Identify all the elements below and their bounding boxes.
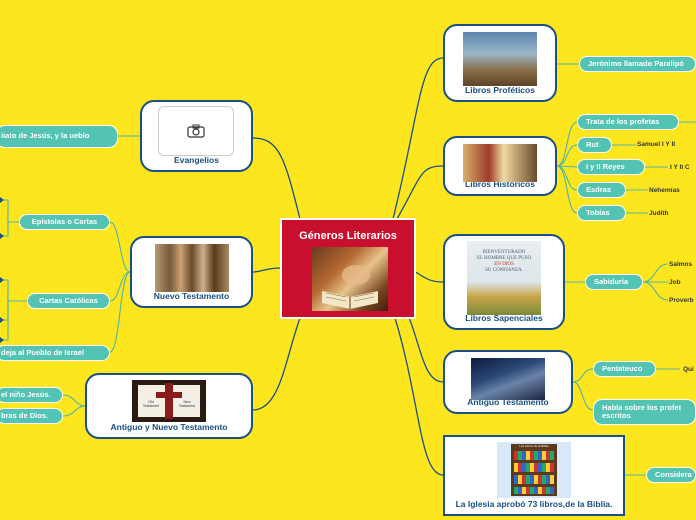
node-libros-historicos[interactable]: Libros Históricos [443,136,557,196]
pill-profetas[interactable]: Trata de los profetas [577,114,679,130]
pill-israel[interactable]: deja al Pueblo de Israel [0,345,110,361]
pill-sabiduria[interactable]: Sabiduría [585,274,643,290]
pill-habla[interactable]: Habla sobre los profet escritos [593,399,696,425]
node-label: Evangelios [174,155,219,165]
node-label: Libros Sapenciales [465,313,543,323]
pill-considera[interactable]: Considera [646,467,696,483]
pill-apostolado[interactable]: iiato de Jesús, y la ueblo [0,125,118,148]
cross-bible-image: Old Testament New Testament [132,380,206,422]
node-label: Antiguo Testamento [467,397,549,407]
book-line-3: EN DIOS [494,262,514,267]
new-testament-text: New Testament [178,400,196,408]
pill-esdras[interactable]: Esdras [577,182,626,198]
camera-icon [187,124,205,138]
text-proverbios: Proverb [669,297,694,304]
pill-catolicas[interactable]: Cartas Católicas [27,293,110,309]
node-nuevo-testamento[interactable]: Nuevo Testamento [130,236,253,308]
pill-nino[interactable]: el niño Jesús. [0,387,63,403]
open-book-image [312,247,388,311]
wisdom-book-image: BIENVENTURADO EL HOMBRE QUE PUSO EN DIOS… [467,241,541,315]
pill-obras[interactable]: bras de Dios. [0,408,63,424]
text-judith: Judith [649,210,669,217]
book-line-1: BIENVENTURADO [482,250,526,255]
cross-icon [165,383,173,419]
text-qui: Qui [683,366,694,373]
apostles-image [154,244,229,292]
moses-image [471,358,545,400]
pill-reyes[interactable]: I y II Reyes [577,159,645,175]
shelf-caption: Los Libros de la Biblia [519,444,549,448]
pill-tobias[interactable]: Tobías [577,205,626,221]
node-antiguo-testamento[interactable]: Antiguo Testamento [443,350,573,414]
node-label: Libros Proféticos [465,85,535,95]
text-cronicas: I Y II C [670,164,690,171]
node-label: Antiguo y Nuevo Testamento [110,422,228,432]
central-topic[interactable]: Géneros Literarios [280,218,416,319]
historical-image [463,144,537,182]
old-testament-text: Old Testament [142,400,160,408]
node-label: La Iglesia aprobó 73 libros,de la Biblia… [455,499,613,509]
text-samuel: Samuel I Y II [637,141,676,148]
pill-epistolas[interactable]: Epístolas o Cartas [19,214,110,230]
book-line-2: EL HOMBRE QUE PUSO [476,256,532,261]
prophets-image [463,32,537,86]
node-libros-sapienciales[interactable]: BIENVENTURADO EL HOMBRE QUE PUSO EN DIOS… [443,234,565,330]
node-label: Libros Históricos [465,179,535,189]
pill-jeronimo[interactable]: Jerónimo llamado Paralipó [579,56,696,72]
pill-rut[interactable]: Rut [577,137,612,153]
book-line-4: SU CONFIANZA. [485,268,523,273]
node-label: Nuevo Testamento [153,291,230,301]
node-libros-profeticos[interactable]: Libros Proféticos [443,24,557,102]
book-icon [322,265,378,309]
text-nehemias: Nehemías [649,187,680,194]
bookshelf-image: Los Libros de la Biblia [497,442,571,498]
text-salmos: Salmos [669,261,693,268]
image-placeholder[interactable] [158,106,234,156]
node-iglesia[interactable]: Los Libros de la Biblia La Iglesia aprob… [443,435,625,516]
text-job: Job [669,279,681,286]
pill-pentateuco[interactable]: Pentateuco [593,361,656,377]
central-title: Géneros Literarios [299,230,397,242]
node-antiguo-nuevo[interactable]: Old Testament New Testament Antiguo y Nu… [85,373,253,439]
